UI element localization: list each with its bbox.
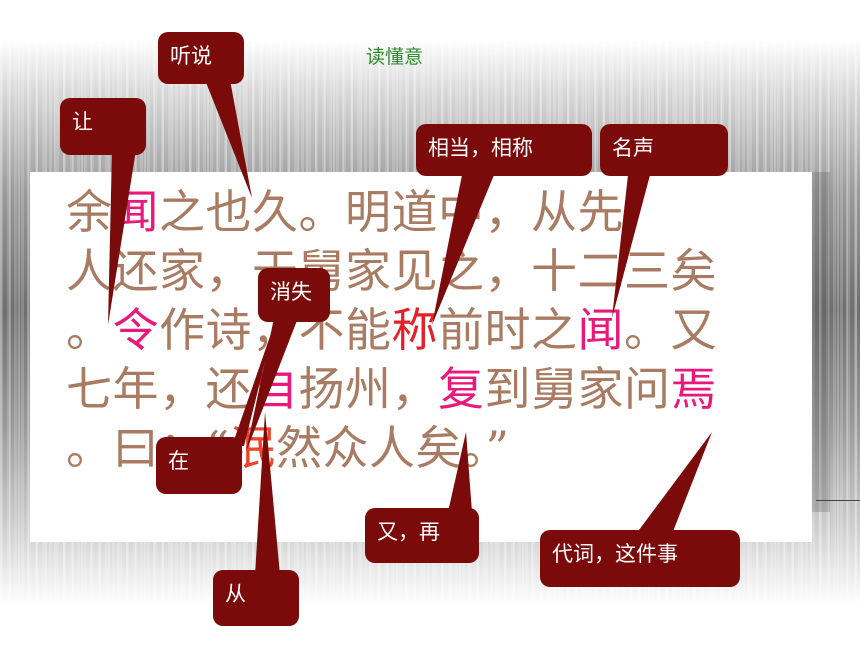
callout-youzai: 又，再 (365, 508, 479, 563)
highlighted-word: 自 (252, 362, 299, 416)
passage-text: 到舅家问 (484, 362, 671, 416)
callout-xiaoshi: 消失 (258, 268, 330, 322)
passage-text: 扬州， (298, 362, 438, 416)
passage-text: 前时之 (438, 303, 578, 357)
highlighted-word: 焉 (670, 362, 717, 416)
passage-text: 然众人矣。” (276, 421, 510, 475)
divider-line (816, 500, 860, 501)
callout-cong: 从 (213, 570, 299, 626)
highlighted-word: 令 (112, 303, 159, 357)
highlighted-word: 复 (438, 362, 485, 416)
classical-passage: 余闻之也久。明道中，从先 人还家，于舅家见之，十二三矣 。令作诗，不能称前时之闻… (66, 183, 806, 478)
highlighted-word: 闻 (112, 185, 159, 239)
callout-rang: 让 (60, 98, 146, 155)
passage-line-1: 余闻之也久。明道中，从先 (66, 183, 806, 242)
callout-daici: 代词，这件事 (540, 530, 740, 587)
callout-tingshuo: 听说 (158, 32, 244, 84)
passage-line-3: 。令作诗，不能称前时之闻。又 (66, 301, 806, 360)
passage-text: 余 (66, 185, 113, 239)
passage-text: 。又 (624, 303, 717, 357)
passage-line-2: 人还家，于舅家见之，十二三矣 (66, 242, 806, 301)
passage-text: 。 (66, 303, 113, 357)
passage-text: 七年，还 (66, 362, 252, 416)
callout-xiangdang: 相当，相称 (416, 124, 592, 176)
callout-zai: 在 (156, 437, 242, 494)
passage-text: 之也久。明道中，从先 (159, 185, 624, 239)
highlighted-word: 闻 (577, 303, 624, 357)
callout-mingsheng: 名声 (600, 124, 728, 176)
passage-text: 人还家，于舅家见之，十二三矣 (66, 244, 717, 298)
highlighted-word: 称 (391, 303, 438, 357)
passage-line-4: 七年，还自扬州，复到舅家问焉 (66, 360, 806, 419)
slide-heading: 读懂意 (366, 46, 424, 68)
